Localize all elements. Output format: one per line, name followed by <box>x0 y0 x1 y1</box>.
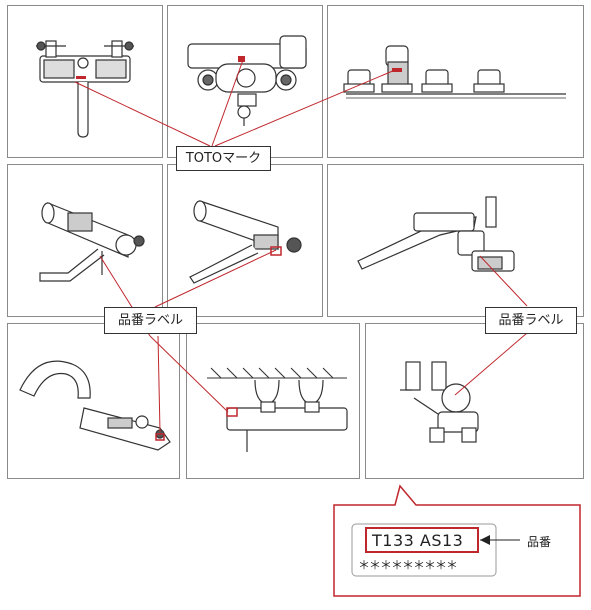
panel-thermo-mixer-side <box>7 164 163 317</box>
thermo-mixer-angle-illustration <box>189 200 302 284</box>
thermo-mixer-side-illustration <box>39 202 145 282</box>
shower-column-illustration <box>400 361 479 443</box>
thermo-mixer-illustration <box>187 35 307 126</box>
model-number: T133 AS13 <box>372 531 464 550</box>
model-arrow-label: 品番 <box>527 535 552 549</box>
toto-mark-spot-1 <box>76 76 86 79</box>
panel-shower-column <box>365 323 584 479</box>
deck-mixer-illustration <box>343 45 566 99</box>
panel-wall-bath-mixer <box>186 323 360 479</box>
deck-thermo-mixer-illustration <box>357 196 515 272</box>
toto-mark-callout: TOTOマーク <box>176 146 271 171</box>
panel-deck-thermo-mixer <box>327 164 584 317</box>
panel-sink-faucet <box>7 323 180 479</box>
product-label-callout-left: 品番ラベル <box>104 307 197 334</box>
wall-bath-mixer-illustration <box>207 367 348 452</box>
panel-thermo-mixer-angle <box>167 164 323 317</box>
toto-mark-spot-3 <box>392 68 402 72</box>
panel-wall-mixer-top <box>7 5 163 158</box>
product-label-callout-right: 品番ラベル <box>485 307 577 334</box>
wall-mixer-illustration <box>36 40 134 138</box>
panel-deck-mixer <box>327 5 584 158</box>
product-label-right: 品番ラベル <box>498 313 564 328</box>
product-label-spot-b <box>155 433 165 441</box>
toto-mark-spot-2 <box>238 56 245 62</box>
product-label-left: 品番ラベル <box>117 313 183 328</box>
panel-thermo-mixer-front <box>167 5 323 158</box>
arrow-head <box>480 535 490 545</box>
serial-stars: ＊＊＊＊＊＊＊＊＊ <box>358 558 458 572</box>
toto-mark-label: TOTOマーク <box>185 151 262 166</box>
sink-faucet-illustration <box>19 360 171 451</box>
